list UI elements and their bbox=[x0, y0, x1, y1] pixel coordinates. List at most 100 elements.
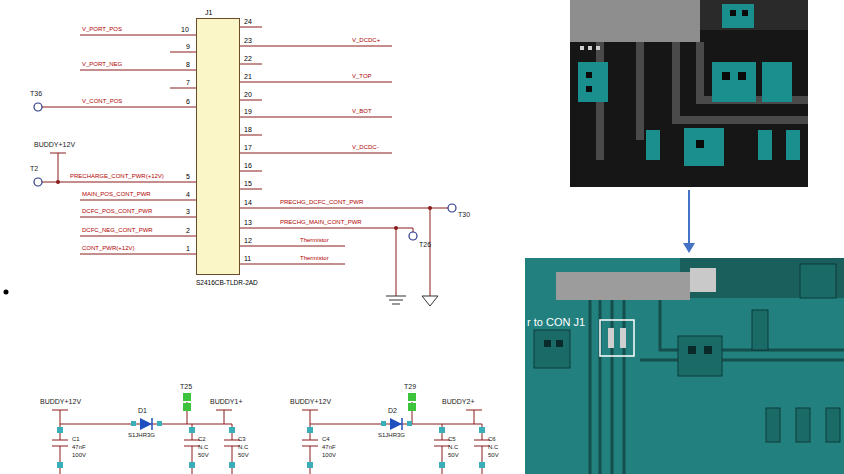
buddy-circuit bbox=[52, 402, 240, 474]
buddy-circuit bbox=[184, 424, 200, 474]
buddy-circuit bbox=[479, 427, 485, 433]
pcb-screenshot bbox=[678, 336, 722, 376]
pcb-screenshot bbox=[556, 272, 690, 300]
pcb-screenshot bbox=[700, 0, 808, 30]
buddy-circuit bbox=[307, 421, 485, 468]
pcb-screenshot bbox=[712, 62, 756, 102]
pcb-screenshot bbox=[722, 72, 730, 80]
component-label: 50V bbox=[448, 452, 459, 459]
component-label: 100V bbox=[72, 452, 86, 459]
pcb-screenshot bbox=[544, 340, 551, 347]
net-label: DCFC_POS_CONT_PWR bbox=[82, 208, 152, 215]
buddy-circuit bbox=[189, 427, 195, 433]
pcb-screenshot bbox=[738, 72, 746, 80]
pin-number: 21 bbox=[244, 73, 252, 81]
pcb-screenshot bbox=[730, 10, 736, 16]
wire bbox=[42, 27, 448, 296]
net-label: PRECHG_MAIN_CONT_PWR bbox=[280, 219, 362, 226]
pin-number: 13 bbox=[244, 219, 252, 227]
pin-number: 16 bbox=[244, 162, 252, 170]
component-label: C2 bbox=[198, 436, 206, 443]
component-label: D1 bbox=[138, 407, 147, 415]
buddy-circuit bbox=[57, 427, 63, 433]
pcb-screenshot bbox=[534, 330, 570, 368]
pin-number: 19 bbox=[244, 108, 252, 116]
pcb-screenshot bbox=[525, 258, 844, 474]
test-point-label: T30 bbox=[458, 211, 470, 219]
net-label: V_DCDC- bbox=[352, 144, 379, 151]
net-label: DCFC_NEG_CONT_PWR bbox=[82, 227, 153, 234]
pcb-screenshot bbox=[688, 346, 696, 354]
component-label: D2 bbox=[388, 407, 397, 415]
component-label: C3 bbox=[238, 436, 246, 443]
power-label: BUDDY2+ bbox=[442, 398, 474, 406]
component-label: 47nF bbox=[72, 444, 86, 451]
net-label: PRECHG_DCFC_CONT_PWR bbox=[280, 199, 363, 206]
buddy-circuit bbox=[302, 393, 490, 474]
ground-symbol bbox=[422, 296, 438, 306]
pin-number: 18 bbox=[244, 126, 252, 134]
component-label: 50V bbox=[238, 452, 249, 459]
component-label: S1JHR3G bbox=[128, 432, 155, 439]
buddy-circuit bbox=[439, 427, 445, 433]
pcb-screenshot bbox=[766, 408, 780, 442]
arrow bbox=[683, 243, 695, 253]
junction-dot bbox=[56, 180, 432, 230]
pcb-screenshot bbox=[590, 300, 844, 474]
pin-number: 15 bbox=[244, 180, 252, 188]
component-label: N.C bbox=[198, 444, 208, 451]
pin-number: 4 bbox=[186, 191, 190, 199]
pcb-screenshot bbox=[680, 258, 844, 298]
connector-box: J1S2416CB-TLDR-2AD bbox=[196, 18, 240, 275]
ground-symbol bbox=[386, 296, 406, 304]
junction-dot bbox=[428, 206, 432, 210]
pin-number: 20 bbox=[244, 91, 252, 99]
power-label: BUDDY1+ bbox=[210, 398, 242, 406]
pcb-screenshot bbox=[696, 140, 704, 148]
test-point-label: T2 bbox=[30, 165, 38, 173]
pin-number: 2 bbox=[186, 227, 190, 235]
buddy-circuit bbox=[52, 393, 240, 474]
test-point-label: T36 bbox=[30, 90, 42, 98]
pcb-screenshot bbox=[556, 340, 563, 347]
pin-number: 1 bbox=[186, 245, 190, 253]
pcb-screenshot bbox=[608, 328, 614, 348]
pcb-screenshot bbox=[758, 130, 772, 160]
pcb-screenshot bbox=[800, 264, 836, 298]
component-label: N.C bbox=[238, 444, 248, 451]
pcb-screenshot bbox=[586, 86, 592, 92]
component-label: 100V bbox=[322, 452, 336, 459]
buddy-circuit bbox=[302, 410, 482, 474]
pcb-screenshot bbox=[596, 46, 600, 50]
net-label: Thermistor bbox=[300, 237, 329, 244]
buddy-circuit bbox=[307, 462, 313, 468]
buddy-circuit bbox=[479, 462, 485, 468]
component-label: 50V bbox=[198, 452, 209, 459]
net-label: V_PORT_NEG bbox=[82, 61, 122, 68]
buddy-circuit bbox=[189, 462, 195, 468]
pcb-screenshot bbox=[586, 72, 592, 78]
wire bbox=[240, 27, 448, 264]
buddy-circuit bbox=[183, 393, 191, 401]
pin-number: 11 bbox=[244, 255, 251, 263]
test-point-label: T29 bbox=[404, 383, 416, 391]
test-point-label: T26 bbox=[419, 241, 431, 249]
power-label: BUDDY+12V bbox=[290, 398, 331, 406]
net-label: V_PORT_POS bbox=[82, 26, 122, 33]
pcb-screenshot bbox=[570, 0, 700, 42]
pin-number: 23 bbox=[244, 37, 252, 45]
buddy-circuit bbox=[439, 462, 445, 468]
pcb-screenshot bbox=[646, 130, 660, 160]
pcb-screenshot bbox=[620, 328, 626, 348]
bullet-dot bbox=[4, 290, 9, 295]
test-point bbox=[34, 178, 42, 186]
pcb-screenshot bbox=[684, 128, 724, 166]
buddy-circuit bbox=[408, 393, 416, 401]
pin-number: 5 bbox=[186, 173, 190, 181]
buddy-circuit bbox=[57, 421, 235, 468]
buddy-circuit bbox=[390, 418, 402, 430]
buddy-circuit bbox=[131, 421, 136, 426]
test-point bbox=[448, 204, 456, 212]
buddy-circuit bbox=[307, 427, 313, 433]
component-label: 47nF bbox=[322, 444, 336, 451]
